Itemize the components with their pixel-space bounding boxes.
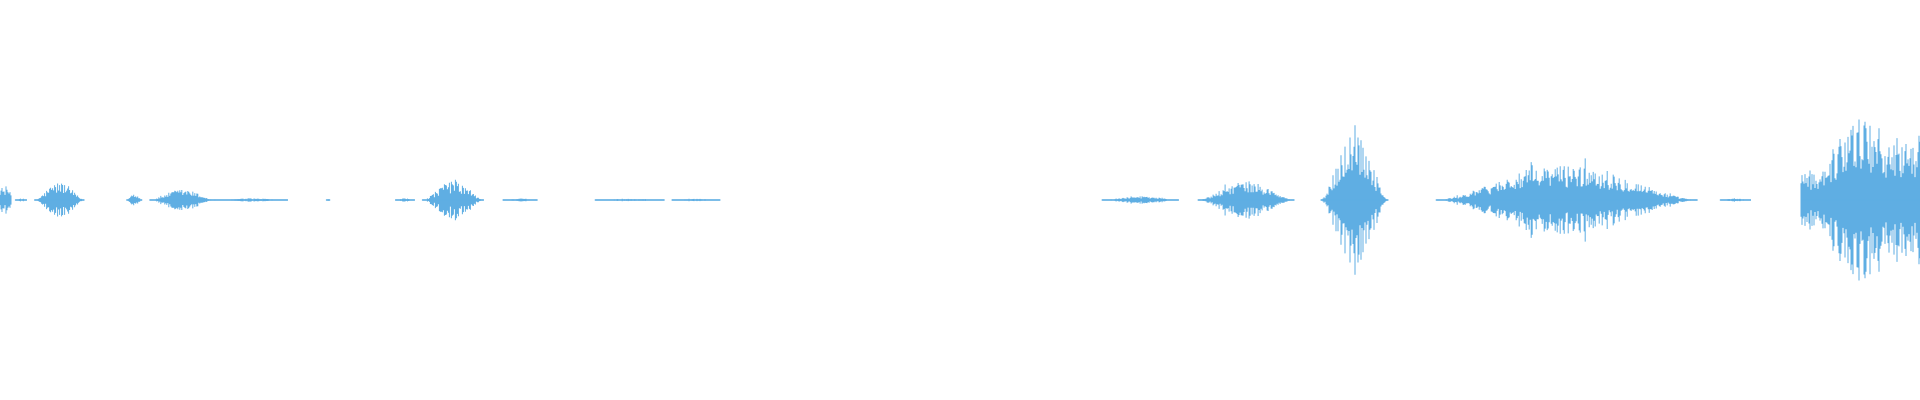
waveform-graphic bbox=[0, 119, 1920, 281]
audio-waveform bbox=[0, 119, 1920, 281]
